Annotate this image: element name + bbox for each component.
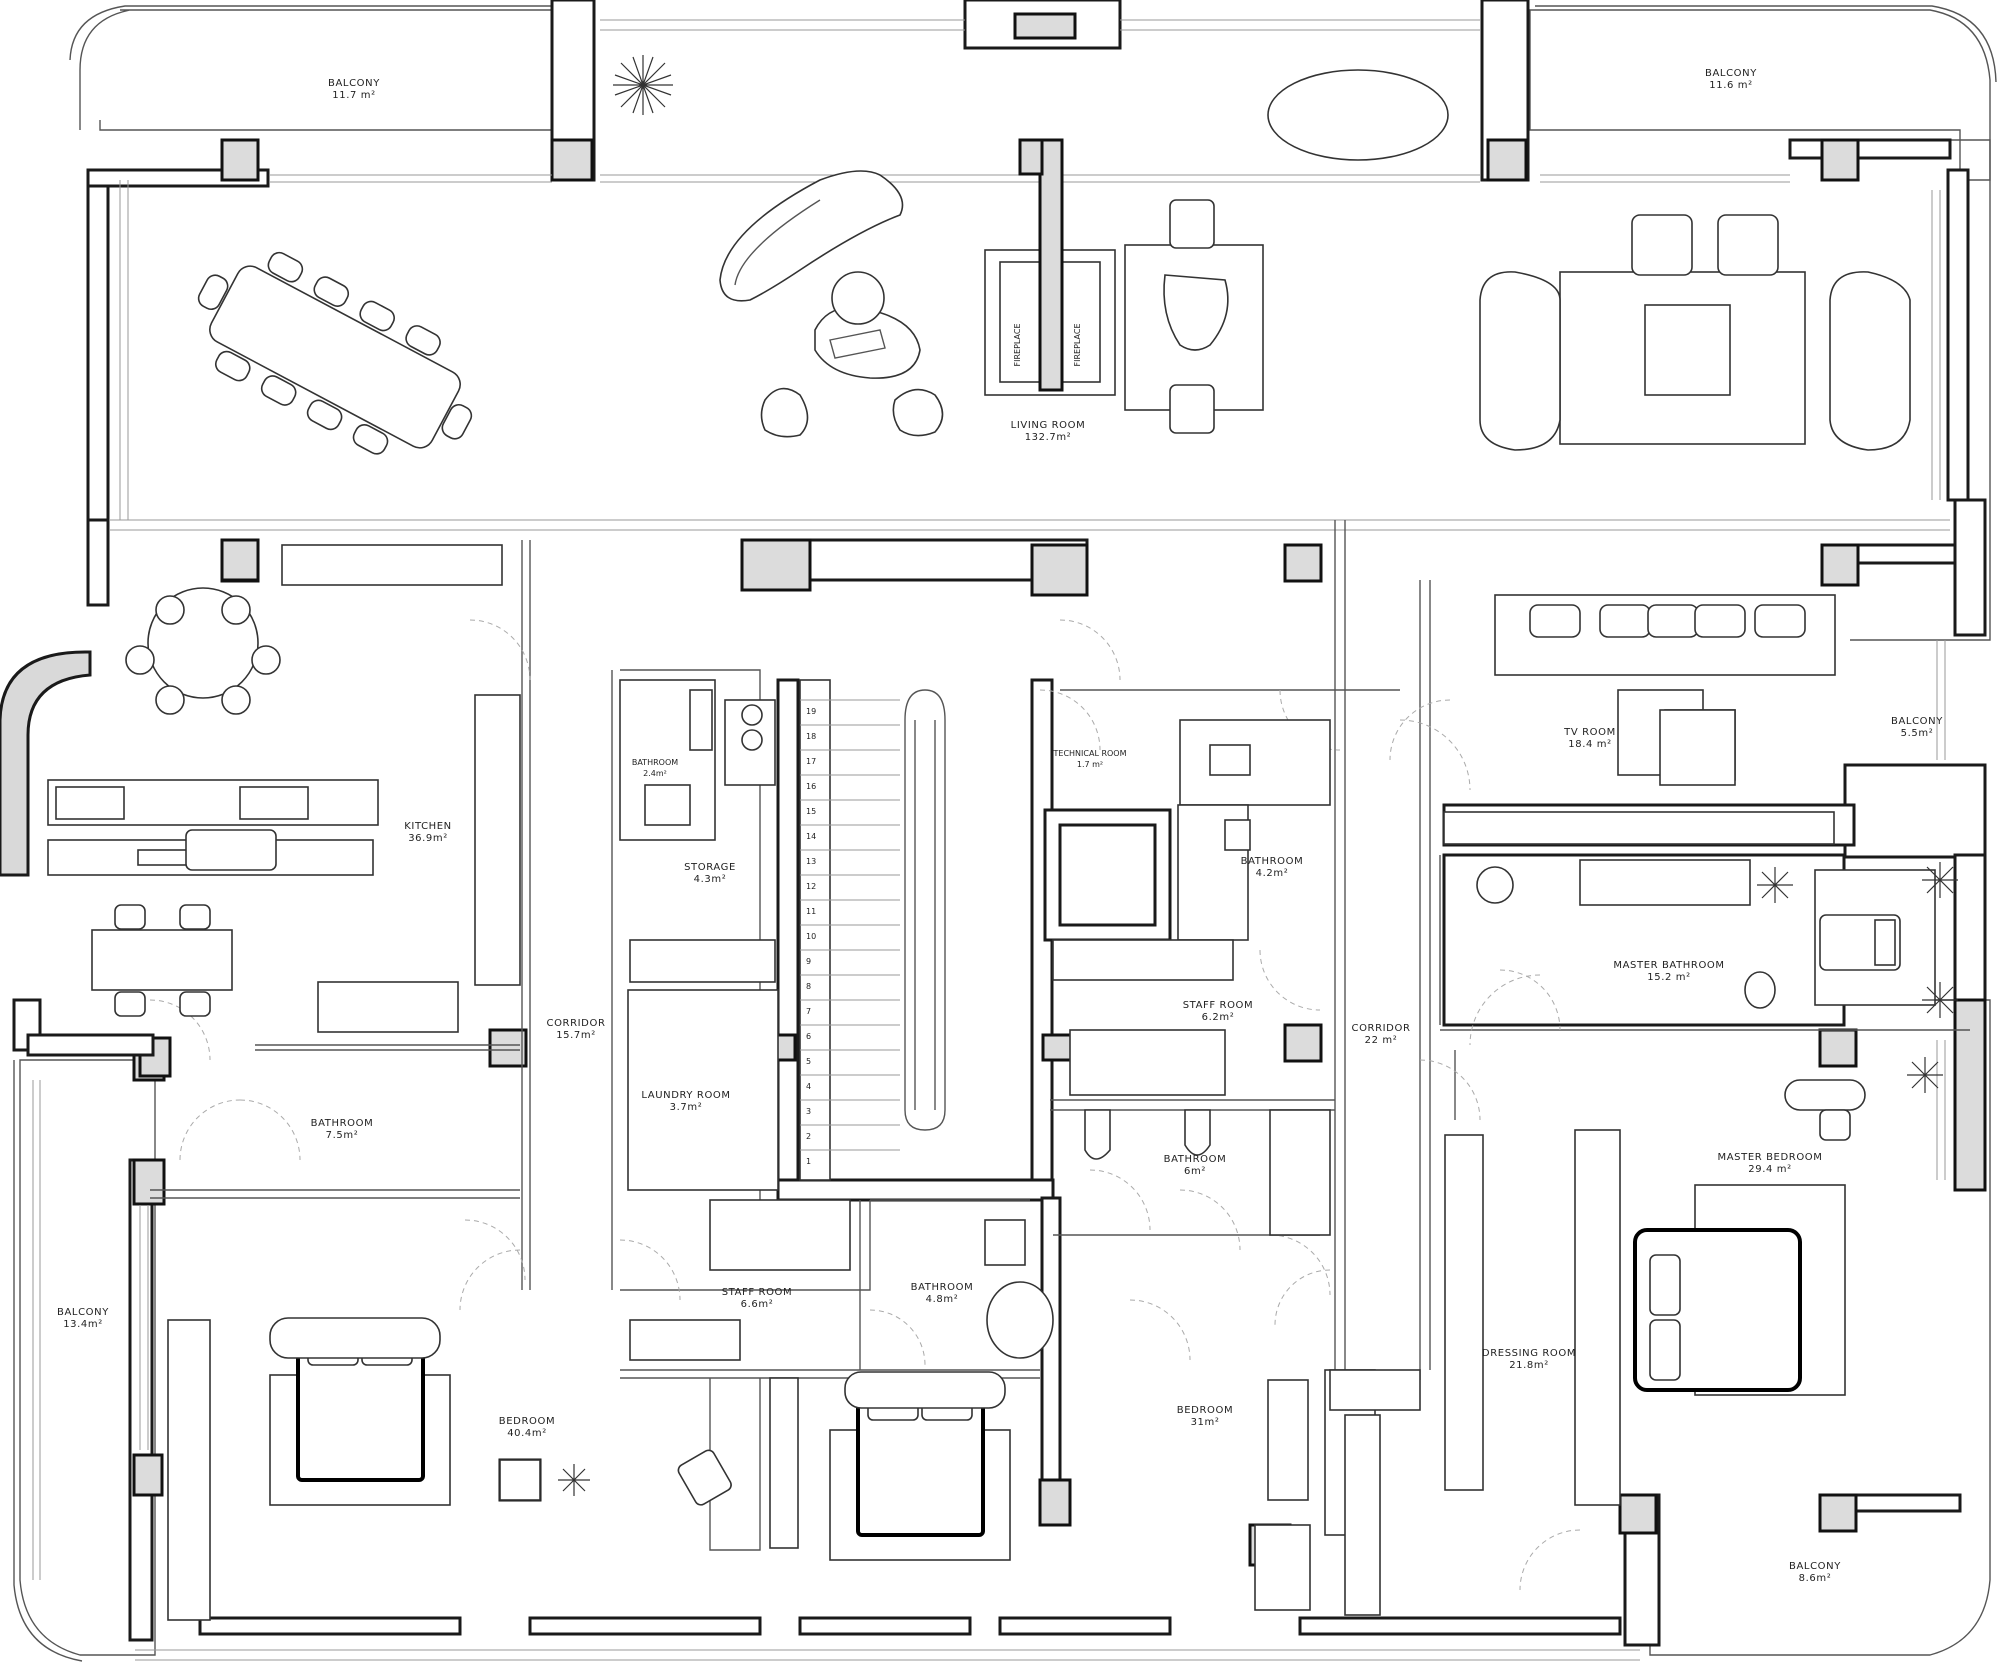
room-name-balcony-w: BALCONY <box>57 1307 109 1318</box>
room-name-bathroom-3: BATHROOM <box>311 1118 374 1129</box>
staircase: 19 18 17 16 15 14 13 12 11 10 9 8 7 6 5 4 3 2 1 <box>799 679 946 1181</box>
room-area-bathroom-2: 4.2m² <box>1256 868 1289 879</box>
room-area-balcony-nw: 11.7 m² <box>332 90 375 101</box>
sofa-icon <box>1829 271 1911 451</box>
stair-step-number: 3 <box>806 1107 811 1116</box>
room-name-balcony-ne: BALCONY <box>1705 68 1757 79</box>
stair-step-number: 6 <box>806 1032 811 1041</box>
stair-step-number: 14 <box>806 832 816 841</box>
stair-step-number: 11 <box>806 907 816 916</box>
room-area-corridor-1: 15.7m² <box>556 1030 596 1041</box>
room-area-tv-room: 18.4 m² <box>1568 739 1611 750</box>
room-name-staff-room-1: STAFF ROOM <box>1183 1000 1254 1011</box>
stair-step-number: 4 <box>806 1082 811 1091</box>
stair-step-number: 8 <box>806 982 811 991</box>
room-labels: BALCONY 11.7 m² BALCONY 11.6 m² LIVING R… <box>57 68 1943 1584</box>
stair-step-number: 1 <box>806 1157 811 1166</box>
stair-step-number: 13 <box>806 857 816 866</box>
room-area-bathroom-3: 7.5m² <box>326 1130 359 1141</box>
room-area-master-bedroom: 29.4 m² <box>1748 1164 1791 1175</box>
room-area-technical-room: 1.7 m² <box>1077 760 1103 769</box>
plant-icon <box>1907 1057 1943 1093</box>
room-name-tv-room: TV ROOM <box>1563 727 1616 738</box>
room-name-bathroom-2: BATHROOM <box>1241 856 1304 867</box>
room-area-bedroom-2: 31m² <box>1191 1417 1220 1428</box>
room-name-storage: STORAGE <box>684 862 736 873</box>
room-area-balcony-se: 8.6m² <box>1799 1573 1832 1584</box>
room-area-balcony-ne: 11.6 m² <box>1709 80 1752 91</box>
room-area-master-bathroom: 15.2 m² <box>1647 972 1690 983</box>
stair-step-number: 2 <box>806 1132 811 1141</box>
room-area-kitchen: 36.9m² <box>408 833 448 844</box>
room-name-bedroom-1: BEDROOM <box>499 1416 555 1427</box>
room-name-balcony-se: BALCONY <box>1789 1561 1841 1572</box>
room-area-bathroom-5: 4.8m² <box>926 1294 959 1305</box>
room-name-dressing-room: DRESSING ROOM <box>1482 1348 1576 1359</box>
stair-step-number: 16 <box>806 782 816 791</box>
service-zone <box>619 679 1376 1536</box>
stair-step-number: 7 <box>806 1007 811 1016</box>
room-area-laundry-room: 3.7m² <box>670 1102 703 1113</box>
room-name-balcony-e: BALCONY <box>1891 716 1943 727</box>
bedroom-furniture <box>167 829 1381 1621</box>
stair-step-number: 17 <box>806 757 816 766</box>
room-area-bathroom-4: 6m² <box>1184 1166 1206 1177</box>
stair-step-number: 18 <box>806 732 816 741</box>
sofa-icon <box>1479 271 1561 451</box>
stair-step-number: 9 <box>806 957 811 966</box>
room-area-balcony-w: 13.4m² <box>63 1319 103 1330</box>
plant-icon <box>1922 982 1958 1018</box>
plant-icon <box>1922 862 1958 898</box>
room-area-balcony-e: 5.5m² <box>1901 728 1934 739</box>
room-name-kitchen: KITCHEN <box>404 821 452 832</box>
plant-icon <box>1757 867 1793 903</box>
stair-step-number: 19 <box>806 707 816 716</box>
sofa-icon <box>719 170 904 302</box>
stair-step-number: 5 <box>806 1057 811 1066</box>
room-label: BALCONY 11.7 m² <box>328 78 380 101</box>
room-name-balcony-nw: BALCONY <box>328 78 380 89</box>
room-name-living-room: LIVING ROOM <box>1011 420 1086 431</box>
room-name-bedroom-2: BEDROOM <box>1177 1405 1233 1416</box>
room-name-corridor-1: CORRIDOR <box>546 1018 605 1029</box>
room-name-bathroom-1: BATHROOM <box>632 758 678 767</box>
plant-icon <box>613 55 673 115</box>
room-name-bathroom-4: BATHROOM <box>1164 1154 1227 1165</box>
room-area-living-room: 132.7m² <box>1025 432 1072 443</box>
room-area-corridor-2: 22 m² <box>1365 1035 1398 1046</box>
living-furniture <box>197 55 1911 455</box>
room-name-staff-room-2: STAFF ROOM <box>722 1287 793 1298</box>
stair-step-number: 12 <box>806 882 816 891</box>
stair-step-number: 10 <box>806 932 816 941</box>
room-area-bathroom-1: 2.4m² <box>643 769 667 778</box>
plant-icon <box>558 1464 590 1496</box>
tv-master-bath <box>1443 594 1958 1093</box>
room-name-technical-room: TECHNICAL ROOM <box>1053 749 1127 758</box>
master-bedroom-furniture <box>1329 1079 1866 1506</box>
stair-step-number: 15 <box>806 807 816 816</box>
dining-table-icon <box>197 251 473 455</box>
room-area-staff-room-1: 6.2m² <box>1202 1012 1235 1023</box>
fireplace-left-label: FIREPLACE <box>1013 323 1022 366</box>
room-area-dressing-room: 21.8m² <box>1509 1360 1549 1371</box>
room-area-staff-room-2: 6.6m² <box>741 1299 774 1310</box>
fireplace-right-label: FIREPLACE <box>1073 323 1082 366</box>
room-name-master-bedroom: MASTER BEDROOM <box>1718 1152 1823 1163</box>
room-name-master-bathroom: MASTER BATHROOM <box>1613 960 1724 971</box>
room-name-corridor-2: CORRIDOR <box>1351 1023 1410 1034</box>
windows <box>32 19 1946 1580</box>
room-area-storage: 4.3m² <box>694 874 727 885</box>
room-area-bedroom-1: 40.4m² <box>507 1428 547 1439</box>
kitchen-furniture <box>47 544 521 1033</box>
room-name-bathroom-5: BATHROOM <box>911 1282 974 1293</box>
room-name-laundry-room: LAUNDRY ROOM <box>641 1090 730 1101</box>
